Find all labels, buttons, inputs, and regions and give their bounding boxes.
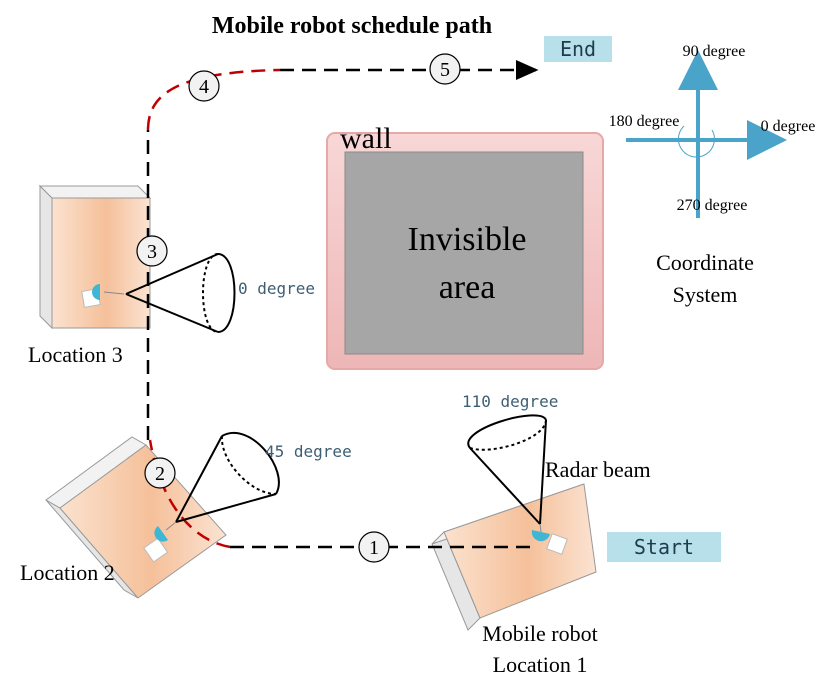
cone-edge (125, 293, 219, 333)
invisible-area-label-line2: area (439, 269, 496, 306)
location-2-label: Location 2 (20, 560, 115, 585)
radar-sensor-location-1 (531, 523, 568, 555)
deg-180-label: 180 degree (609, 113, 680, 130)
step-marker-number: 3 (147, 241, 157, 263)
step-marker-number: 4 (199, 76, 209, 98)
step-marker-1: 1 (358, 531, 390, 563)
location-1-label-line2: Location 1 (493, 652, 588, 677)
deg-0-label: 0 degree (761, 118, 816, 135)
cone-edge (175, 435, 223, 523)
beam-angle-location-1: 110 degree (462, 392, 558, 411)
radar-emitter-icon (165, 521, 177, 531)
wall: wall Invisible area (326, 122, 604, 370)
radar-beam-label: Radar beam (545, 457, 651, 482)
cone-base-front (217, 253, 236, 333)
cone-base-front (221, 432, 280, 495)
cone-edge (539, 419, 547, 525)
invisible-area (344, 151, 584, 355)
end-tag: End (544, 36, 612, 62)
cone-base-front (467, 414, 547, 449)
location-1-box-front (443, 483, 597, 619)
location-3-box (38, 184, 152, 330)
step-marker-number: 1 (369, 537, 379, 559)
radar-sensor-location-2 (143, 521, 177, 563)
step-marker-5: 5 (429, 53, 461, 85)
beam-angle-location-3: 0 degree (238, 279, 315, 298)
step-marker-circle (136, 235, 168, 267)
step-marker-4: 4 (188, 70, 220, 102)
coordinate-caption-line2: System (673, 282, 738, 307)
sensor-base-icon (143, 537, 169, 563)
cone-edge (175, 493, 277, 523)
step-marker-number: 2 (155, 463, 165, 485)
invisible-area-label-line1: Invisible (408, 221, 527, 258)
deg-270-label: 270 degree (677, 197, 748, 214)
radar-sensor-location-3 (81, 284, 125, 308)
start-tag-label: Start (634, 535, 694, 559)
step-marker-number: 5 (440, 59, 450, 81)
radar-beam-location-1 (467, 414, 547, 525)
location-1-label-line1: Mobile robot (482, 621, 598, 646)
end-tag-label: End (560, 37, 596, 61)
start-tag-bg (607, 532, 721, 562)
location-3-box-side (39, 184, 53, 330)
deg-90-label: 90 degree (683, 43, 746, 60)
path-turn-4 (146, 68, 281, 131)
sensor-base-icon (546, 533, 568, 555)
step-marker-circle (358, 531, 390, 563)
radar-beam-location-2 (175, 432, 280, 523)
location-1-box (431, 483, 597, 631)
step-marker-circle (144, 457, 176, 489)
coordinate-system: 90 degree 180 degree 0 degree 270 degree… (609, 43, 816, 307)
location-2-box (45, 436, 227, 599)
location-3-box-front (51, 197, 151, 329)
step-marker-circle (188, 70, 220, 102)
diagram-title: Mobile robot schedule path (212, 13, 492, 39)
step-marker-circle (429, 53, 461, 85)
end-tag-bg (544, 36, 612, 62)
wall-label: wall (340, 122, 392, 155)
step-marker-2: 2 (144, 457, 176, 489)
cone-base-back (469, 419, 547, 451)
cone-edge (469, 447, 541, 525)
start-tag: Start (607, 532, 721, 562)
radar-dish-icon (531, 530, 550, 542)
cone-base-back (220, 435, 277, 495)
radar-emitter-icon (103, 291, 125, 295)
radar-beam-location-3 (125, 253, 236, 333)
location-3-box-top (38, 185, 152, 199)
coordinate-caption-line1: Coordinate (656, 250, 754, 275)
radar-dish-icon (154, 526, 168, 542)
location-3-label: Location 3 (28, 342, 123, 367)
rotation-arc-icon (677, 125, 715, 158)
cone-base-back (202, 253, 219, 333)
beam-angle-location-2: 45 degree (265, 442, 352, 461)
step-marker-3: 3 (136, 235, 168, 267)
location-2-box-front (59, 444, 227, 599)
radar-dish-icon (92, 284, 100, 300)
radar-emitter-icon (539, 523, 542, 533)
cone-edge (125, 253, 219, 295)
